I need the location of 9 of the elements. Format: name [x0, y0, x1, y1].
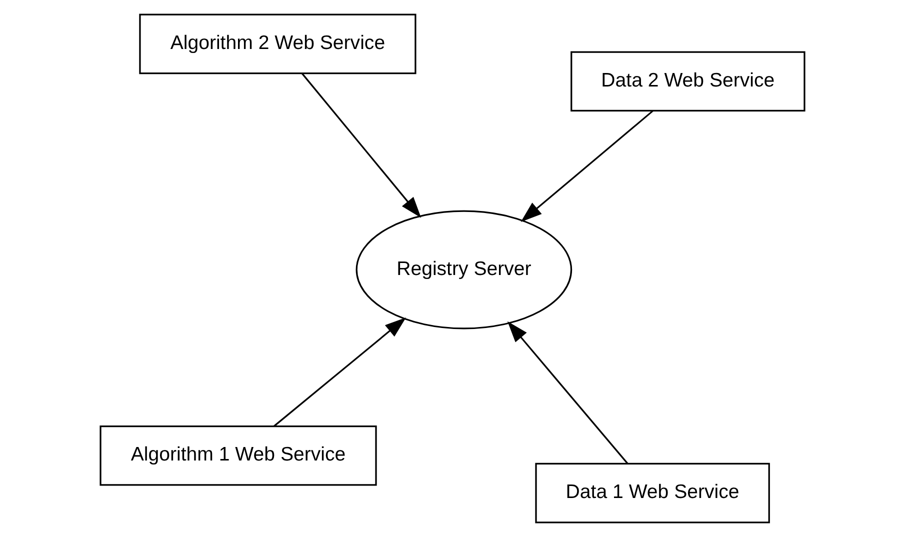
node-ellipse: Registry Server	[355, 210, 572, 330]
node-box: Algorithm 1 Web Service	[99, 425, 376, 486]
node-box: Algorithm 2 Web Service	[138, 14, 416, 74]
node-box: Data 1 Web Service	[534, 462, 770, 524]
arrow	[273, 317, 406, 427]
arrow	[520, 110, 653, 222]
arrow	[300, 72, 421, 218]
node-box: Data 2 Web Service	[570, 51, 805, 112]
arrow	[506, 321, 628, 464]
